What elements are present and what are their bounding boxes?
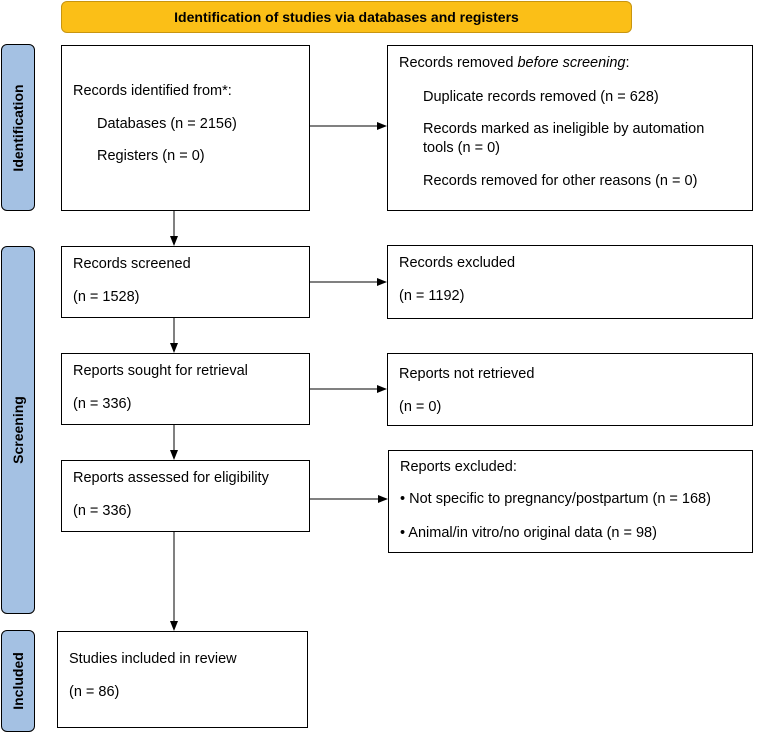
reports-sought-count: (n = 336) xyxy=(73,396,132,412)
other-reasons-removed: Records removed for other reasons (n = 0… xyxy=(423,173,698,189)
records-removed-heading-pre: Records removed xyxy=(399,55,518,71)
studies-included-box: Studies included in review (n = 86) xyxy=(57,631,308,728)
reports-assessed-count: (n = 336) xyxy=(73,503,132,519)
reports-not-retrieved-label: Reports not retrieved xyxy=(399,366,535,382)
records-identified-box: Records identified from*: Databases (n =… xyxy=(61,45,310,211)
reports-excluded-heading: Reports excluded: xyxy=(400,459,517,475)
phase-identification: Identification xyxy=(1,44,35,211)
registers-count: Registers (n = 0) xyxy=(97,148,205,164)
duplicates-removed: Duplicate records removed (n = 628) xyxy=(423,89,659,105)
records-removed-heading-em: before screening xyxy=(517,55,626,71)
reports-assessed-label: Reports assessed for eligibility xyxy=(73,470,269,486)
studies-included-label: Studies included in review xyxy=(69,651,237,667)
records-screened-box: Records screened (n = 1528) xyxy=(61,246,310,318)
phase-screening: Screening xyxy=(1,246,35,614)
reports-excluded-box: Reports excluded: • Not specific to preg… xyxy=(388,450,753,553)
automation-ineligible-line2: tools (n = 0) xyxy=(423,140,500,156)
records-removed-heading: Records removed before screening: xyxy=(399,55,630,71)
records-excluded-label: Records excluded xyxy=(399,255,516,271)
exclusion-reason-pregnancy: • Not specific to pregnancy/postpartum (… xyxy=(400,491,711,507)
records-screened-count: (n = 1528) xyxy=(73,289,140,305)
automation-ineligible-line1: Records marked as ineligible by automati… xyxy=(423,121,705,137)
reports-not-retrieved-box: Reports not retrieved (n = 0) xyxy=(387,353,753,426)
databases-count: Databases (n = 2156) xyxy=(97,116,237,132)
header-title: Identification of studies via databases … xyxy=(174,9,519,25)
reports-not-retrieved-count: (n = 0) xyxy=(399,399,442,415)
studies-included-count: (n = 86) xyxy=(69,684,120,700)
exclusion-reason-animal: • Animal/in vitro/no original data (n = … xyxy=(400,525,657,541)
records-identified-heading: Records identified from*: xyxy=(73,83,232,99)
records-excluded-count: (n = 1192) xyxy=(399,288,465,304)
diagram-header: Identification of studies via databases … xyxy=(61,1,632,33)
reports-sought-label: Reports sought for retrieval xyxy=(73,363,248,379)
records-removed-heading-post: : xyxy=(625,55,630,71)
records-removed-box: Records removed before screening: Duplic… xyxy=(387,45,753,211)
records-excluded-box: Records excluded (n = 1192) xyxy=(387,245,753,319)
phase-included: Included xyxy=(1,630,35,732)
reports-sought-box: Reports sought for retrieval (n = 336) xyxy=(61,353,310,425)
records-screened-label: Records screened xyxy=(73,256,191,272)
reports-assessed-box: Reports assessed for eligibility (n = 33… xyxy=(61,460,310,532)
